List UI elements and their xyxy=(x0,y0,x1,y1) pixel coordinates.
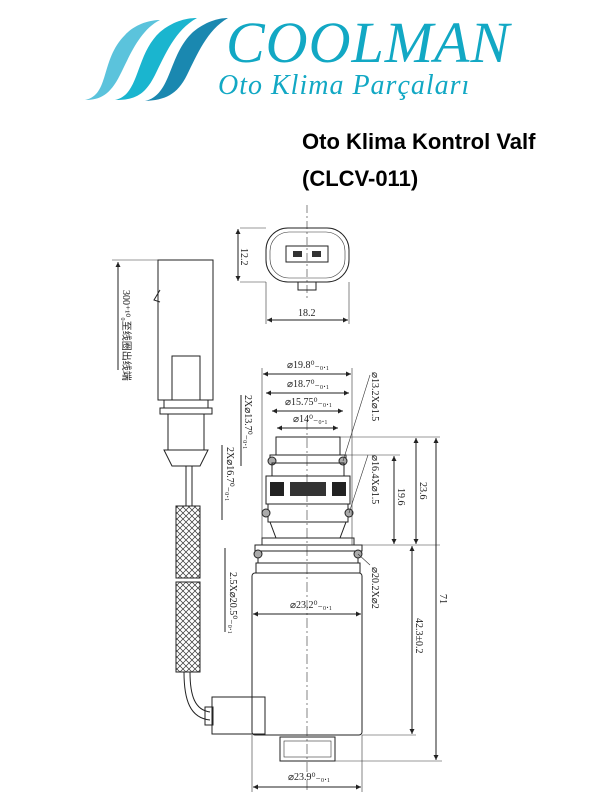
dim-d18-7: ⌀18.7⁰₋₀.₁ xyxy=(287,379,329,390)
dim-oring-13-2: ⌀13.2X⌀1.5 xyxy=(369,372,380,421)
dim-d19-8: ⌀19.8⁰₋₀.₁ xyxy=(287,360,329,371)
dim-h71: 71 xyxy=(437,594,448,604)
dim-h23-6: 23.6 xyxy=(417,482,428,500)
brand-tagline: Oto Klima Parçaları xyxy=(218,70,471,101)
dim-oring-16-4: ⌀16.4X⌀1.5 xyxy=(369,455,380,504)
dim-d15-75: ⌀15.75⁰₋₀.₁ xyxy=(285,397,332,408)
connector-height-label: 12.2 xyxy=(238,248,249,266)
logo-swoosh-icon xyxy=(85,18,228,101)
cable-assembly: 300⁺¹⁰₀至线圈出线端 xyxy=(112,259,266,735)
dim-h42-3: 42.3±0.2 xyxy=(413,618,424,654)
cable-length-label: 300⁺¹⁰₀至线圈出线端 xyxy=(120,290,133,381)
dim-2x-d13-7: 2X⌀13.7⁰₋₀.₁ xyxy=(242,395,253,450)
dim-oring-20-2: ⌀20.2X⌀2 xyxy=(369,567,380,609)
dim-d23-9: ⌀23.9⁰₋₀.₁ xyxy=(288,772,330,783)
dim-d14: ⌀14⁰₋₀.₁ xyxy=(293,414,328,425)
dim-2x-d16-7: 2X⌀16.7⁰₋₀.₁ xyxy=(224,447,235,502)
dimensions: ⌀19.8⁰₋₀.₁ ⌀18.7⁰₋₀.₁ ⌀15.75⁰₋₀.₁ ⌀14⁰₋₀… xyxy=(221,360,448,792)
connector-face-view: 12.2 18.2 xyxy=(235,205,350,324)
product-code: (CLCV-011) xyxy=(302,166,419,191)
dim-d23-2: ⌀23.2⁰₋₀.₁ xyxy=(290,600,332,611)
brand-name: COOLMAN xyxy=(226,10,511,75)
connector-width-label: 18.2 xyxy=(298,308,316,319)
dim-2-5x-d20-5: 2.5X⌀20.5⁰₋₀.₁ xyxy=(227,572,238,634)
dim-h19-6: 19.6 xyxy=(395,488,406,506)
product-title: Oto Klima Kontrol Valf xyxy=(302,129,536,154)
